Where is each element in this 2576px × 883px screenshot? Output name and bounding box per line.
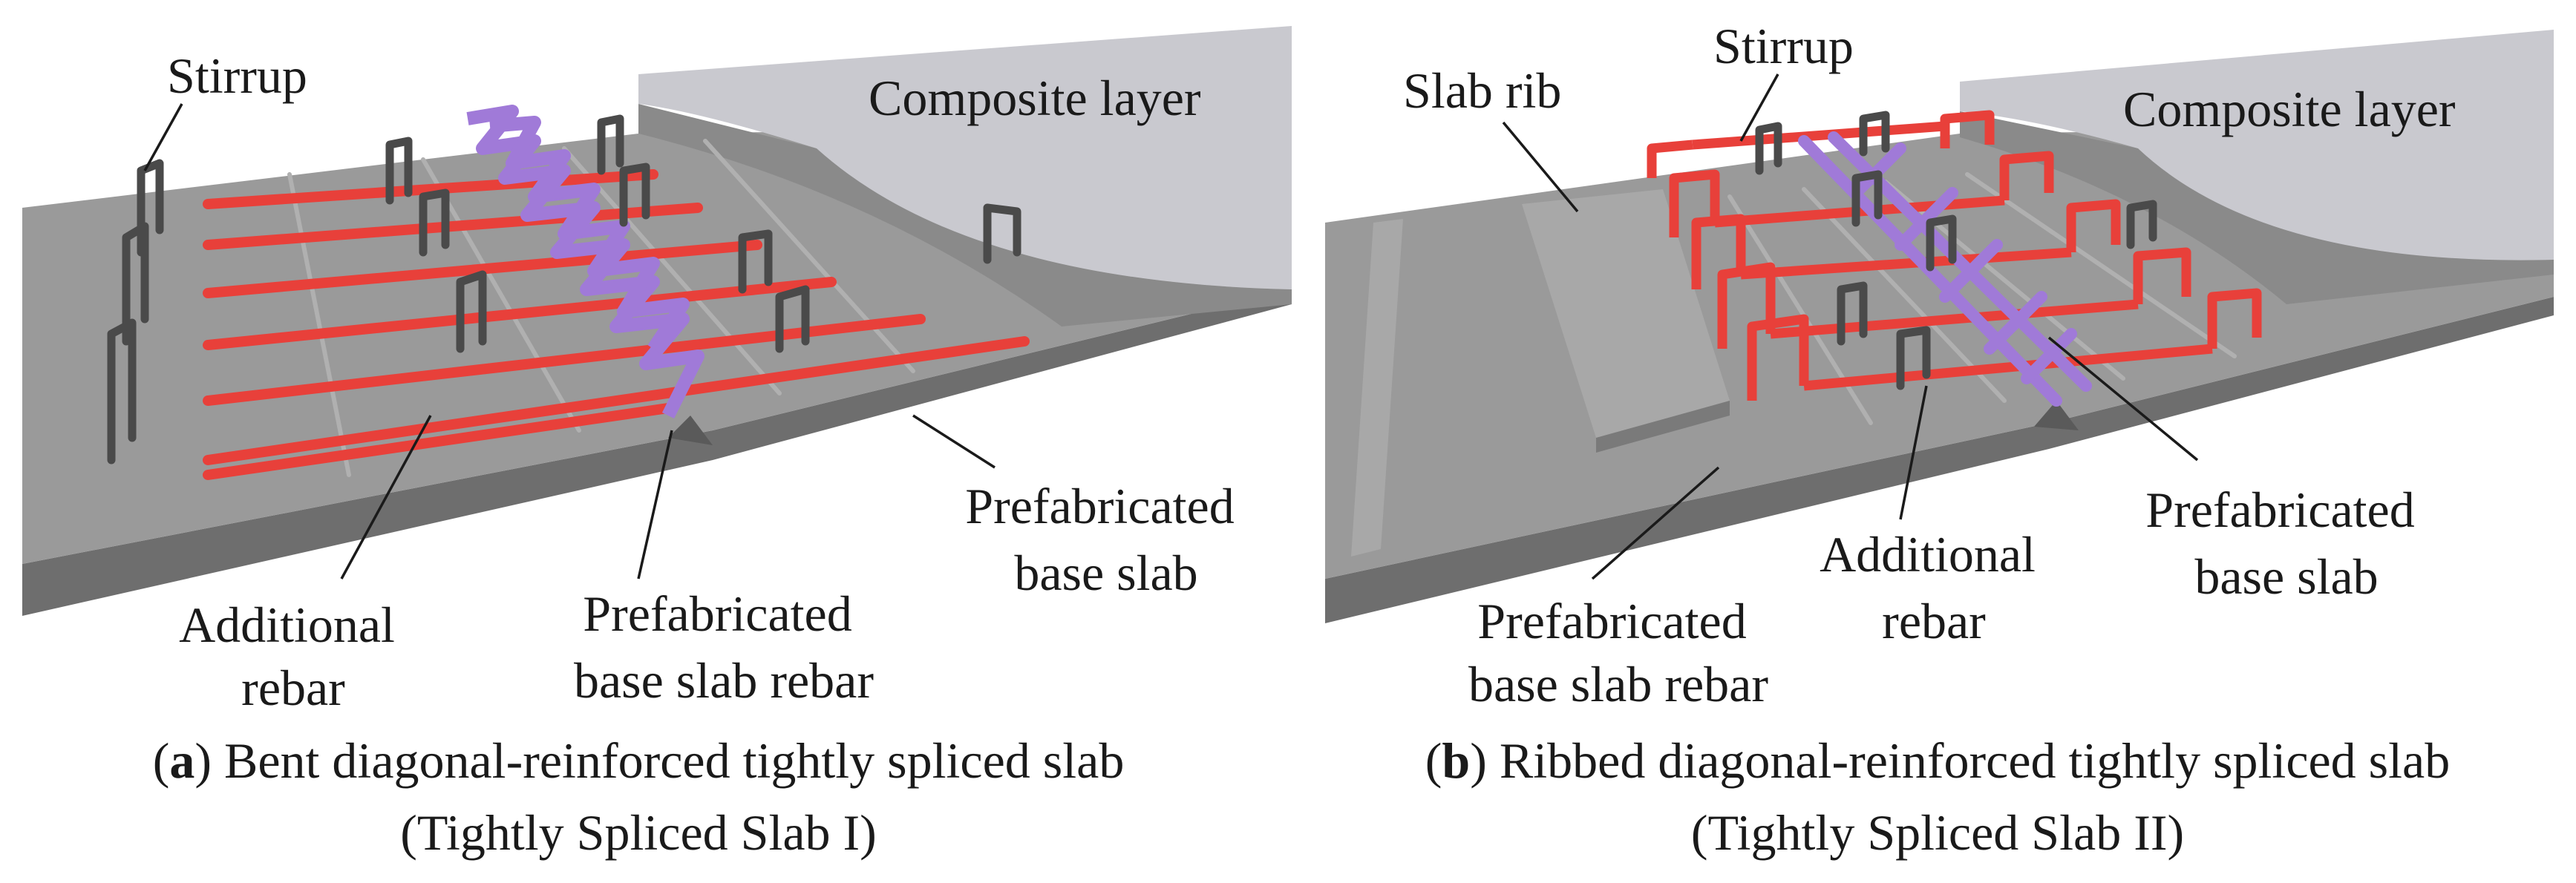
label-composite-layer-b: Composite layer	[2123, 81, 2456, 137]
caption-b: (b) Ribbed diagonal-reinforced tightly s…	[1425, 732, 2450, 789]
caption-a: (a) Bent diagonal-reinforced tightly spl…	[153, 732, 1125, 789]
label-prefab-base-slab-a: Prefabricated base slab	[965, 478, 1246, 601]
bent-diagonal-rebar	[466, 105, 705, 419]
label-prefab-base-slab-b: Prefabricated base slab	[2145, 482, 2427, 605]
label-stirrup-a: Stirrup	[167, 47, 307, 104]
label-additional-rebar-b: Additional rebar	[1820, 526, 2048, 649]
leader-lines	[143, 103, 996, 580]
label-slab-rib-b: Slab rib	[1403, 62, 1561, 119]
slab-rib-left	[1351, 219, 1403, 557]
panel-b: Slab rib Stirrup Composite layer Prefabr…	[1325, 18, 2554, 861]
slab-rib-mid-side	[1596, 401, 1730, 453]
base-slab-side-b	[1325, 297, 2554, 623]
composite-layer-top-b	[1960, 30, 2554, 260]
joint-groove-b	[2034, 401, 2079, 430]
composite-layer-side-b	[1960, 111, 2554, 304]
label-prefab-base-slab-rebar-a: Prefabricated base slab rebar	[574, 585, 874, 709]
panel-a: Stirrup Composite layer Prefabricated ba…	[22, 26, 1292, 861]
label-stirrup-b: Stirrup	[1713, 18, 1854, 74]
caption-a-subtitle: (Tightly Spliced Slab I)	[400, 804, 877, 861]
composite-layer-top	[638, 26, 1292, 289]
caption-b-subtitle: (Tightly Spliced Slab II)	[1691, 804, 2184, 861]
label-composite-layer-a: Composite layer	[869, 70, 1201, 126]
additional-rebars-b	[1647, 110, 2262, 401]
leader-lines-b	[1502, 73, 2199, 580]
joint-groove	[668, 416, 713, 445]
base-slab-side	[22, 289, 1292, 616]
additional-rebars-long	[203, 403, 673, 480]
stirrups-b	[1755, 111, 2157, 390]
stirrups	[107, 114, 1021, 465]
label-additional-rebar-a: Additional rebar	[179, 597, 408, 716]
slab-rib-mid	[1522, 189, 1730, 438]
composite-layer-side	[638, 104, 1292, 326]
label-prefab-base-slab-rebar-b: Prefabricated base slab rebar	[1468, 593, 1768, 712]
